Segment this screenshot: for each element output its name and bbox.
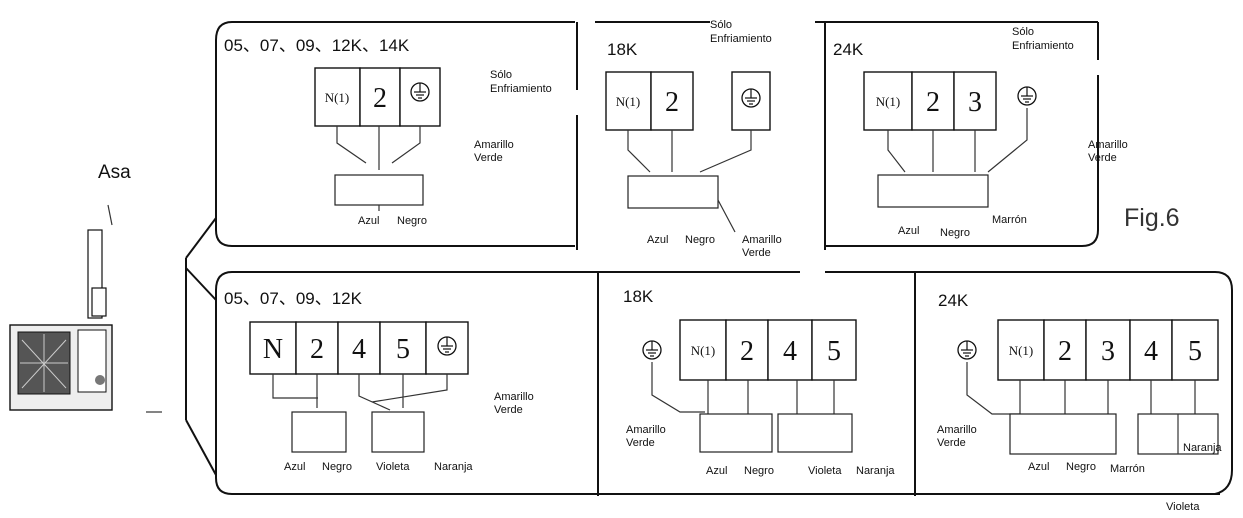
- terminal-label: 4: [352, 334, 366, 365]
- ground-icon: [410, 82, 430, 102]
- terminal-label: N(1): [691, 343, 716, 358]
- terminal-label: N(1): [1009, 343, 1034, 358]
- terminal-label: 3: [968, 87, 982, 118]
- top-panel-3: 24K Sólo Enfriamiento N(1) 2 3 Azul Negr…: [833, 26, 1128, 239]
- ground-label: Amarillo: [474, 139, 514, 151]
- ground-label: Amarillo: [494, 391, 534, 403]
- mode-label: Enfriamiento: [710, 33, 772, 45]
- panel-title: 05、07、09、12K: [224, 289, 363, 308]
- terminal-label: N(1): [325, 90, 350, 105]
- wire-label: Negro: [322, 461, 352, 473]
- handle-label: Asa: [98, 162, 131, 183]
- top-row-frame: [215, 21, 1099, 250]
- wire-label: Azul: [647, 234, 668, 246]
- wire-label: Naranja: [434, 461, 473, 473]
- terminal-label: 3: [1101, 336, 1115, 367]
- figure-label: Fig.6: [1124, 204, 1180, 232]
- wire-label: Violeta: [808, 465, 842, 477]
- terminal-label: 5: [396, 334, 410, 365]
- panel-title: 24K: [938, 291, 969, 310]
- connector-lines: [185, 217, 217, 476]
- terminal-label: 4: [1144, 336, 1158, 367]
- mode-label: Enfriamiento: [490, 83, 552, 95]
- ground-icon: [741, 88, 761, 108]
- top-panel-2: 18K Sólo Enfriamiento N(1) 2 Azul Negro …: [605, 19, 782, 259]
- handle-pointer: [107, 204, 113, 226]
- wire-label: Naranja: [1183, 442, 1222, 454]
- terminal-label: N(1): [876, 94, 901, 109]
- ground-icon: [437, 336, 457, 356]
- terminal-label: 5: [1188, 336, 1202, 367]
- bottom-panel-3: 24K N(1) 2 3 4 5 Amarillo Verde Azul Neg…: [937, 291, 1222, 513]
- terminal-label: 2: [740, 336, 754, 367]
- panel-title: 24K: [833, 40, 864, 59]
- terminal-label: 5: [827, 336, 841, 367]
- ground-label: Verde: [626, 437, 655, 449]
- wire-label: Negro: [1066, 461, 1096, 473]
- ground-label: Amarillo: [937, 424, 977, 436]
- top-panel-1: 05、07、09、12K、14K N(1) 2 Sólo Enfriamient…: [224, 36, 552, 227]
- wire-label: Azul: [898, 225, 919, 237]
- wire-label: Naranja: [856, 465, 895, 477]
- ground-label: Amarillo: [626, 424, 666, 436]
- terminal-label: 4: [783, 336, 797, 367]
- mode-label: Sólo: [490, 69, 512, 81]
- bottom-panel-1: 05、07、09、12K N 2 4 5 Amarillo Verde Azul…: [224, 289, 534, 473]
- wire-label: Azul: [358, 215, 379, 227]
- wire-label: Marrón: [992, 214, 1027, 226]
- wire-label: Marrón: [1110, 463, 1145, 475]
- panel-title: 18K: [607, 40, 638, 59]
- bottom-row-frame: [215, 271, 1233, 496]
- mode-label: Sólo: [710, 19, 732, 31]
- ground-icon: [1017, 86, 1037, 106]
- ground-label: Amarillo: [1088, 139, 1128, 151]
- ground-label: Verde: [742, 247, 771, 259]
- terminal-label: 2: [1058, 336, 1072, 367]
- terminal-label: 2: [665, 87, 679, 118]
- terminal-label: N: [263, 334, 283, 365]
- ground-icon: [957, 340, 977, 360]
- wire-label: Negro: [397, 215, 427, 227]
- wire-label: Negro: [744, 465, 774, 477]
- panel-title: 05、07、09、12K、14K: [224, 36, 410, 55]
- wire-label: Azul: [1028, 461, 1049, 473]
- terminal-label: 2: [926, 87, 940, 118]
- wire-label: Azul: [284, 461, 305, 473]
- wire-label: Negro: [685, 234, 715, 246]
- panel-title: 18K: [623, 287, 654, 306]
- terminal-label: 2: [373, 83, 387, 114]
- wire-label: Negro: [940, 227, 970, 239]
- mode-label: Sólo: [1012, 26, 1034, 38]
- terminal-label: 2: [310, 334, 324, 365]
- ground-label: Amarillo: [742, 234, 782, 246]
- terminal-label: N(1): [616, 94, 641, 109]
- wire-label: Azul: [706, 465, 727, 477]
- ground-icon: [642, 340, 662, 360]
- ground-label: Verde: [937, 437, 966, 449]
- ground-label: Verde: [474, 152, 503, 164]
- mode-label: Enfriamiento: [1012, 40, 1074, 52]
- ground-label: Verde: [494, 404, 523, 416]
- bottom-panel-2: 18K N(1) 2 4 5 Amarillo Verde Azul Negro…: [623, 287, 895, 477]
- ground-label: Verde: [1088, 152, 1117, 164]
- wire-label: Violeta: [1166, 501, 1200, 513]
- wire-label: Violeta: [376, 461, 410, 473]
- outdoor-unit: Asa: [9, 162, 162, 413]
